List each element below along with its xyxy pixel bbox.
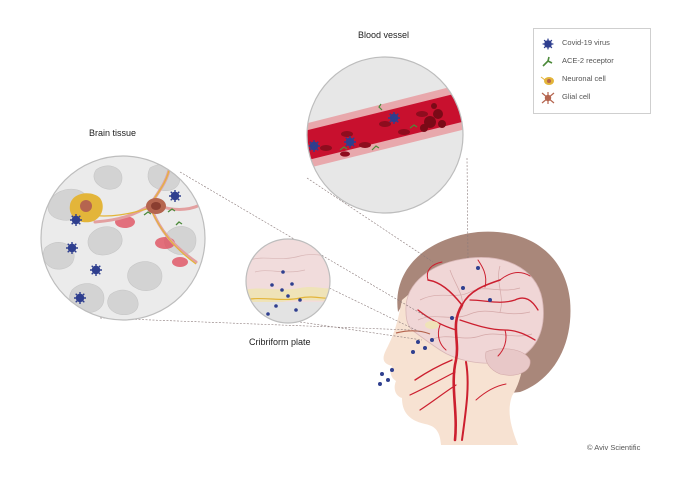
legend-label: Neuronal cell [562, 74, 606, 83]
cribriform-plate-inset [245, 238, 331, 324]
head-illustration [378, 231, 571, 445]
legend-label: Glial cell [562, 92, 591, 101]
legend-item-neuron: Neuronal cell [534, 71, 650, 89]
neuron-icon [540, 73, 556, 87]
blood-vessel-label: Blood vessel [358, 30, 410, 40]
connector-lines [99, 157, 469, 341]
legend-label: ACE-2 receptor [562, 56, 614, 65]
receptor-icon [540, 55, 556, 69]
virus-icon [540, 37, 556, 51]
blood-vessel-inset [306, 56, 464, 214]
legend-item-virus: Covid-19 virus [534, 35, 650, 53]
legend-label: Covid-19 virus [562, 38, 610, 47]
credit-text: © Aviv Scientific [587, 443, 641, 452]
legend-item-glial: Glial cell [534, 89, 650, 107]
cerebellum-shape [485, 348, 531, 376]
brain-tissue-inset [40, 155, 206, 321]
glial-cell-icon [540, 91, 556, 105]
cribriform-plate-label: Cribriform plate [249, 337, 311, 347]
legend-box: Covid-19 virus ACE-2 receptor Neuronal c… [533, 28, 651, 114]
brain-tissue-label: Brain tissue [89, 128, 137, 138]
legend-item-receptor: ACE-2 receptor [534, 53, 650, 71]
